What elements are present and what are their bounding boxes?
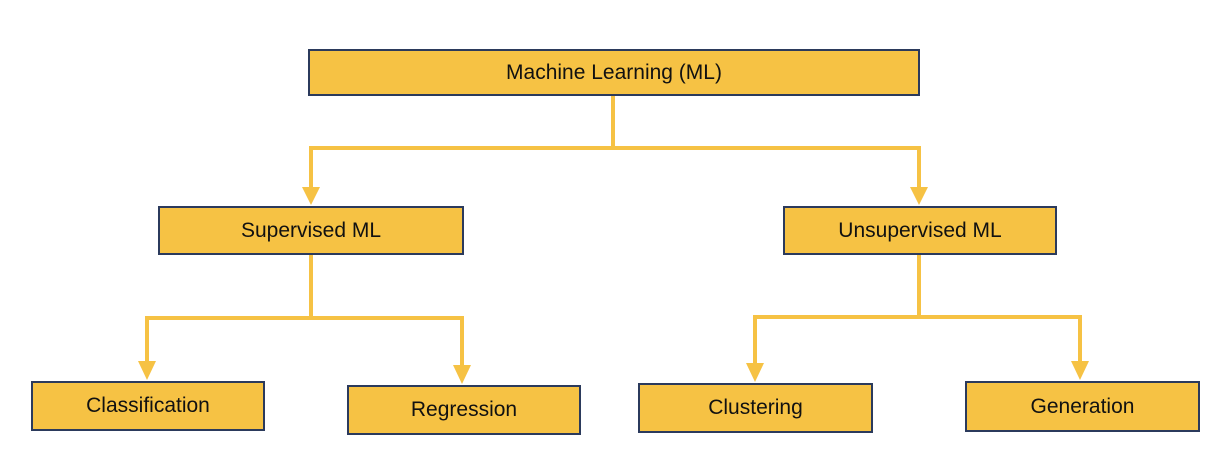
arrowhead-supervised <box>302 187 320 205</box>
node-regression: Regression <box>347 385 581 435</box>
edge-root-unsupervised <box>613 146 921 188</box>
node-machine-learning: Machine Learning (ML) <box>308 49 920 96</box>
node-label: Unsupervised ML <box>838 218 1002 242</box>
edge-supervised-regression <box>311 316 464 366</box>
node-unsupervised-ml: Unsupervised ML <box>783 206 1057 255</box>
node-label: Classification <box>86 394 210 417</box>
arrowhead-clustering <box>746 363 764 382</box>
arrowhead-classification <box>138 361 156 380</box>
node-clustering: Clustering <box>638 383 873 433</box>
arrowhead-regression <box>453 365 471 384</box>
arrowhead-unsupervised <box>910 187 928 205</box>
edge-unsupervised-clustering <box>753 255 921 364</box>
edge-root-supervised <box>309 96 615 188</box>
node-label: Generation <box>1030 394 1135 418</box>
node-label: Machine Learning (ML) <box>506 60 722 84</box>
node-classification: Classification <box>31 381 265 431</box>
node-generation: Generation <box>965 381 1200 432</box>
arrowhead-generation <box>1071 361 1089 380</box>
edge-supervised-classification <box>145 255 313 362</box>
node-label: Supervised ML <box>240 218 382 242</box>
node-label: Clustering <box>708 396 803 419</box>
node-label: Regression <box>410 398 518 421</box>
node-supervised-ml: Supervised ML <box>158 206 464 255</box>
edge-unsupervised-generation <box>919 315 1082 362</box>
